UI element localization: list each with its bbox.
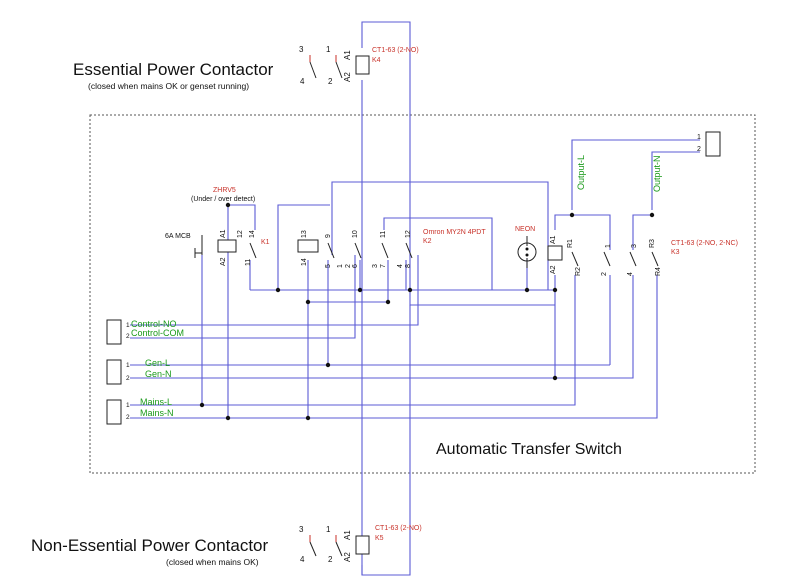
svg-text:11: 11 <box>380 231 387 238</box>
svg-text:13: 13 <box>301 230 308 238</box>
svg-text:5: 5 <box>325 264 332 268</box>
svg-text:CT1-63 (2-NO, 2-NC): CT1-63 (2-NO, 2-NC) <box>671 240 738 247</box>
ats-boundary <box>89 114 756 474</box>
svg-text:R3: R3 <box>649 239 656 248</box>
svg-text:K1: K1 <box>261 239 270 246</box>
wiring <box>130 21 700 576</box>
svg-text:12: 12 <box>237 230 244 238</box>
k4-contactor: 3 1 4 2 A1 A2 CT1-63 (2-NO) K4 <box>299 45 419 86</box>
k2-relay: 13 14 9 10 11 12 5 1 6 2 7 3 8 4 Omron M… <box>297 229 486 268</box>
svg-text:1: 1 <box>126 322 130 329</box>
svg-text:Gen-N: Gen-N <box>145 369 172 379</box>
svg-text:A2: A2 <box>550 265 557 274</box>
svg-text:1: 1 <box>126 402 130 409</box>
svg-text:3: 3 <box>631 244 638 248</box>
svg-text:10: 10 <box>352 230 359 238</box>
svg-text:12: 12 <box>405 230 412 238</box>
svg-text:11: 11 <box>245 259 252 266</box>
svg-text:6: 6 <box>352 264 359 268</box>
non-essential-note: (closed when mains OK) <box>166 557 259 567</box>
svg-text:4: 4 <box>397 264 404 268</box>
svg-text:Gen-L: Gen-L <box>145 358 170 368</box>
non-essential-title: Non-Essential Power Contactor <box>31 536 269 555</box>
svg-text:Control-NO: Control-NO <box>131 319 177 329</box>
svg-text:1: 1 <box>126 362 130 369</box>
svg-text:2: 2 <box>126 333 130 340</box>
svg-text:2: 2 <box>601 272 608 276</box>
svg-text:R2: R2 <box>575 267 582 276</box>
svg-text:8: 8 <box>405 264 412 268</box>
svg-text:9: 9 <box>325 234 332 238</box>
svg-text:K3: K3 <box>671 249 680 256</box>
junctions <box>199 202 655 421</box>
svg-text:Control-COM: Control-COM <box>131 328 184 338</box>
svg-text:2: 2 <box>345 264 352 268</box>
svg-text:A1: A1 <box>343 50 352 60</box>
svg-text:2: 2 <box>697 146 701 153</box>
k1-voltage-relay: ZHRV5 (Under / over detect) A1 A2 12 14 … <box>191 187 270 266</box>
k3-contactor: A1 A2 R1 R2 1 2 3 4 R3 R4 CT1-63 (2-NO, … <box>547 235 738 276</box>
svg-text:A1: A1 <box>550 235 557 244</box>
output-n-label: Output-N <box>652 155 662 192</box>
svg-text:A2: A2 <box>220 257 227 266</box>
k5-contactor: 3 1 4 2 A1 A2 CT1-63 (2-NO) K5 <box>299 525 422 564</box>
output-l-label: Output-L <box>576 155 586 190</box>
svg-text:A1: A1 <box>220 229 227 238</box>
svg-text:3: 3 <box>299 525 304 534</box>
svg-text:K2: K2 <box>423 238 432 245</box>
svg-text:7: 7 <box>380 264 387 268</box>
svg-text:R4: R4 <box>655 267 662 276</box>
svg-text:1: 1 <box>605 244 612 248</box>
svg-text:2: 2 <box>328 77 333 86</box>
svg-text:Mains-N: Mains-N <box>140 408 174 418</box>
svg-text:(Under / over detect): (Under / over detect) <box>191 196 255 203</box>
svg-text:1: 1 <box>326 525 331 534</box>
svg-text:1: 1 <box>326 45 331 54</box>
mains-terminal-block: 1 2 Mains-L Mains-N <box>106 397 174 425</box>
control-terminal-block: 1 2 Control-NO Control-COM <box>106 319 184 345</box>
svg-text:14: 14 <box>301 258 308 266</box>
svg-text:6A MCB: 6A MCB <box>165 233 191 240</box>
svg-text:4: 4 <box>300 77 305 86</box>
svg-text:K5: K5 <box>375 535 384 542</box>
essential-note: (closed when mains OK or genset running) <box>88 81 249 91</box>
svg-text:A2: A2 <box>343 72 352 82</box>
gen-terminal-block: 1 2 Gen-L Gen-N <box>106 358 172 385</box>
svg-text:3: 3 <box>372 264 379 268</box>
svg-text:NEON: NEON <box>515 226 535 233</box>
svg-text:4: 4 <box>627 272 634 276</box>
svg-text:1: 1 <box>697 134 701 141</box>
svg-text:CT1-63 (2-NO): CT1-63 (2-NO) <box>375 525 422 532</box>
svg-text:3: 3 <box>299 45 304 54</box>
neon-indicator: NEON <box>515 226 537 268</box>
svg-text:A2: A2 <box>343 552 352 562</box>
svg-text:A1: A1 <box>343 530 352 540</box>
svg-text:2: 2 <box>328 555 333 564</box>
svg-text:Mains-L: Mains-L <box>140 397 172 407</box>
svg-text:1: 1 <box>337 264 344 268</box>
svg-text:CT1-63 (2-NO): CT1-63 (2-NO) <box>372 47 419 54</box>
mcb-breaker: 6A MCB <box>165 233 203 258</box>
output-terminal-block: 1 2 <box>697 131 721 157</box>
svg-text:K4: K4 <box>372 57 381 64</box>
essential-title: Essential Power Contactor <box>73 60 274 79</box>
svg-text:4: 4 <box>300 555 305 564</box>
svg-text:Omron MY2N 4PDT: Omron MY2N 4PDT <box>423 229 486 236</box>
svg-text:ZHRV5: ZHRV5 <box>213 187 236 194</box>
svg-text:R1: R1 <box>567 239 574 248</box>
svg-text:2: 2 <box>126 414 130 421</box>
ats-title: Automatic Transfer Switch <box>436 441 622 458</box>
svg-text:2: 2 <box>126 375 130 382</box>
svg-text:14: 14 <box>249 230 256 238</box>
